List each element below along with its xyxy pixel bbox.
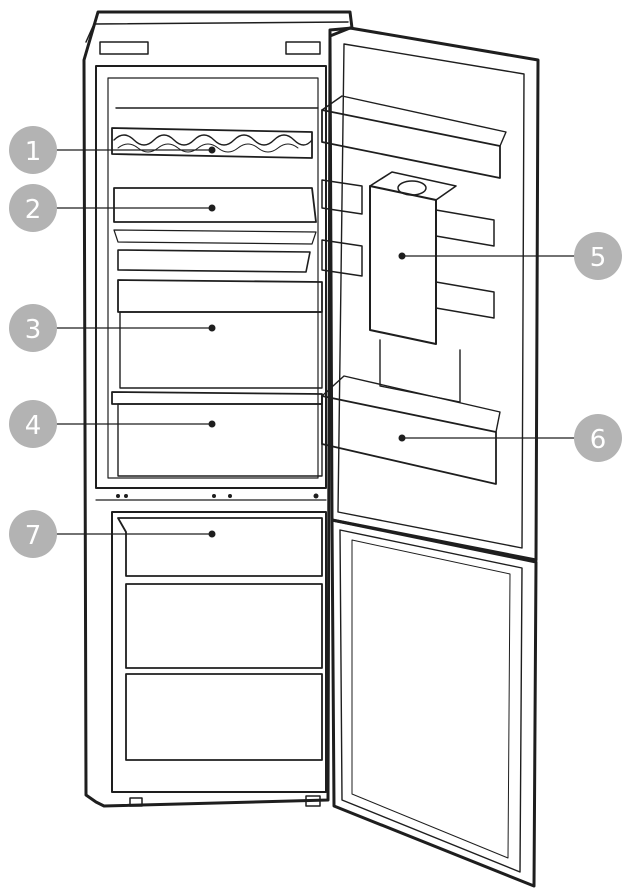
- callout-6: 6: [574, 414, 622, 462]
- bottom-hinge: [305, 795, 321, 807]
- upper-door-gasket: [337, 43, 525, 549]
- top-vent-left: [99, 41, 149, 55]
- callout-badge: [574, 232, 622, 280]
- leader-dot-4: [208, 420, 216, 428]
- callout-3: 3: [9, 304, 57, 352]
- leader-dot-1: [208, 146, 216, 154]
- leader-dot-7: [208, 530, 216, 538]
- callout-4: 4: [9, 400, 57, 448]
- leader-dot-5: [398, 252, 406, 260]
- callout-badge: [9, 184, 57, 232]
- freezer-drawer-3: [125, 673, 323, 761]
- callout-label: 4: [25, 411, 42, 441]
- lower-door-gasket: [339, 529, 523, 873]
- fridge-cabinet: [82, 10, 354, 808]
- top-vent-right: [285, 41, 321, 55]
- cabinet-top-ledge: [85, 21, 349, 43]
- water-tank: [369, 185, 437, 345]
- freezer-drawer-2: [125, 583, 323, 669]
- cabinet-outline: [82, 10, 354, 808]
- drawer-4-body: [117, 403, 323, 477]
- callout-badge: [9, 510, 57, 558]
- callout-badge: [574, 414, 622, 462]
- drawer-3-body: [119, 311, 323, 389]
- callout-label: 5: [590, 243, 607, 273]
- water-channel: [379, 339, 461, 403]
- fridge-door: [321, 26, 540, 888]
- callout-badge: [9, 126, 57, 174]
- small-bin-left-2: [321, 239, 363, 277]
- leader-dot-6: [398, 434, 406, 442]
- cabinet-foot: [129, 797, 143, 807]
- callout-label: 7: [25, 521, 42, 551]
- callout-label: 6: [590, 425, 607, 455]
- lower-door-outline: [330, 518, 538, 888]
- water-tank-top: [369, 171, 457, 201]
- callout-badge: [9, 304, 57, 352]
- fridge-compartment: [95, 65, 327, 489]
- glass-shelf-3: [117, 249, 311, 273]
- wine-rack-wave: [113, 134, 313, 146]
- drawer-4: [111, 391, 323, 405]
- door-bin-bottom: [321, 395, 497, 485]
- leader-lines: [56, 149, 576, 535]
- door-bin-bottom-side: [321, 375, 501, 433]
- upper-door-outline: [328, 26, 540, 562]
- leader-dots: [208, 146, 406, 538]
- door-bin-top-side: [321, 95, 507, 147]
- lower-door-inner: [351, 539, 511, 859]
- small-bin-right-2: [435, 281, 495, 319]
- freezer-drawer-1: [117, 517, 323, 577]
- drawer-3: [117, 279, 323, 313]
- callout-7: 7: [9, 510, 57, 558]
- callout-label: 3: [25, 315, 42, 345]
- glass-shelf-2-edge: [113, 229, 317, 245]
- small-bin-left-1: [321, 179, 363, 215]
- wine-rack-wave-2: [117, 143, 299, 153]
- freezer-compartment: [111, 511, 327, 793]
- divider-dots: [116, 493, 319, 499]
- fridge-liner-inner: [107, 77, 319, 479]
- door-bin-top: [321, 109, 501, 179]
- wine-rack-shelf: [111, 127, 313, 159]
- callout-badge: [9, 400, 57, 448]
- callout-label: 2: [25, 195, 42, 225]
- leader-dot-2: [208, 204, 216, 212]
- callout-2: 2: [9, 184, 57, 232]
- leader-dot-3: [208, 324, 216, 332]
- water-tank-cap: [397, 180, 427, 196]
- callout-label: 1: [25, 137, 42, 167]
- callout-1: 1: [9, 126, 57, 174]
- glass-shelf-2: [113, 187, 317, 223]
- callout-5: 5: [574, 232, 622, 280]
- small-bin-right-1: [435, 209, 495, 247]
